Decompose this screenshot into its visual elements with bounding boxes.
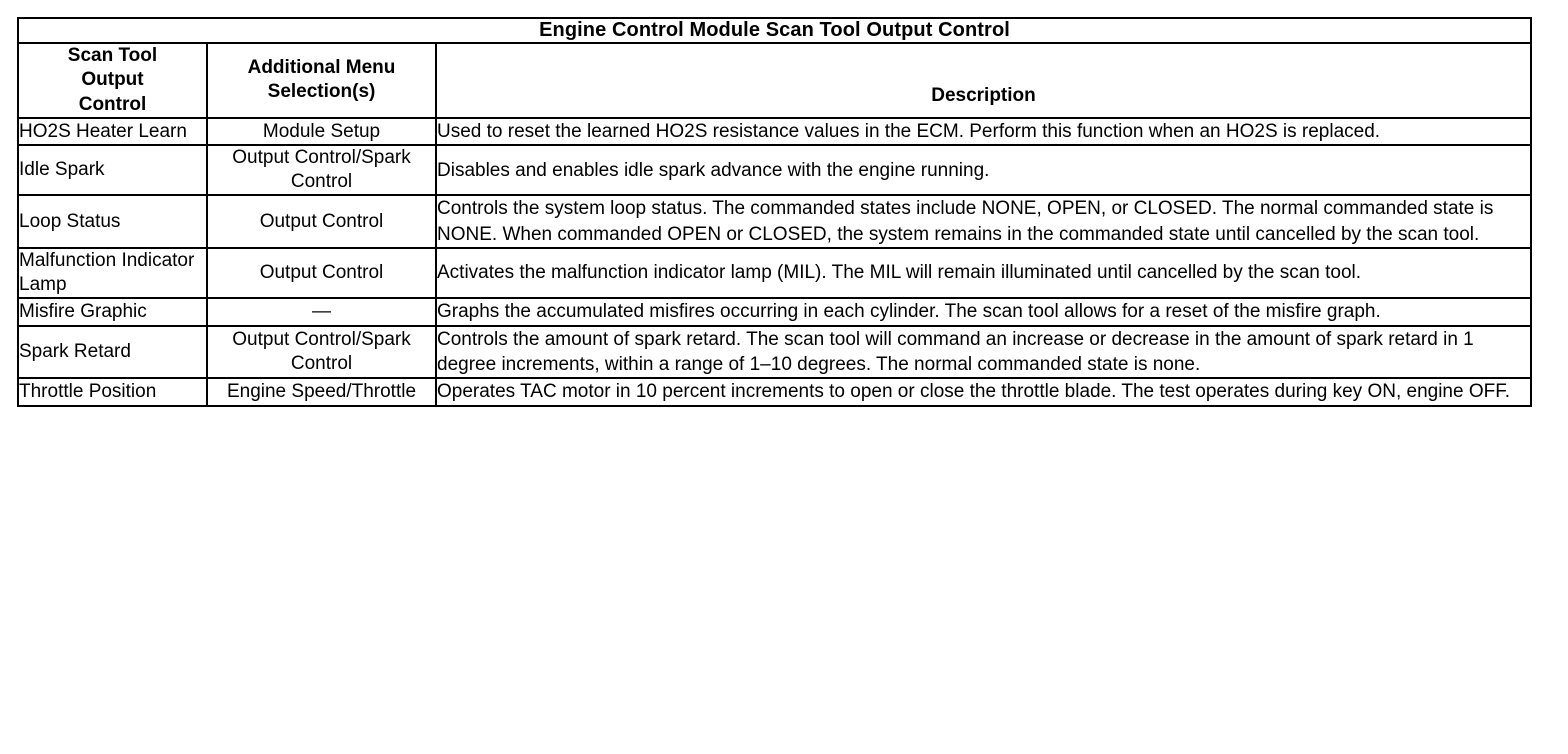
cell-menu-selection: — <box>206 297 437 327</box>
cell-description: Controls the system loop status. The com… <box>434 194 1533 250</box>
cell-description: Graphs the accumulated misfires occurrin… <box>434 297 1533 327</box>
cell-description: Activates the malfunction indicator lamp… <box>434 247 1533 300</box>
column-header-additional-menu-selections: Additional Menu Selection(s) <box>206 42 437 119</box>
table-header-row: Scan Tool Output Control Additional Menu… <box>17 42 1533 119</box>
cell-control-name: Malfunction Indicator Lamp <box>17 247 208 300</box>
cell-menu-selection: Output Control/Spark Control <box>206 324 437 380</box>
cell-description: Used to reset the learned HO2S resistanc… <box>434 116 1533 147</box>
column-header-description: Description <box>434 42 1533 119</box>
cell-description: Operates TAC motor in 10 percent increme… <box>434 377 1533 407</box>
cell-description: Controls the amount of spark retard. The… <box>434 324 1533 380</box>
table-row: Throttle Position Engine Speed/Throttle … <box>17 377 1533 407</box>
cell-menu-selection: Module Setup <box>206 116 437 147</box>
cell-control-name: Throttle Position <box>17 377 208 407</box>
table-row: Loop Status Output Control Controls the … <box>17 194 1533 250</box>
cell-menu-selection: Output Control/Spark Control <box>206 144 437 197</box>
spec-table-container: Engine Control Module Scan Tool Output C… <box>16 17 1533 407</box>
table-row: Idle Spark Output Control/Spark Control … <box>17 144 1533 197</box>
cell-control-name: Spark Retard <box>17 324 208 380</box>
cell-menu-selection: Engine Speed/Throttle <box>206 377 437 407</box>
cell-description: Disables and enables idle spark advance … <box>434 144 1533 197</box>
column-header-scan-tool-output-control: Scan Tool Output Control <box>17 42 208 119</box>
cell-control-name: Misfire Graphic <box>17 297 208 327</box>
table-row: Malfunction Indicator Lamp Output Contro… <box>17 247 1533 300</box>
table-row: Spark Retard Output Control/Spark Contro… <box>17 324 1533 380</box>
cell-control-name: Loop Status <box>17 194 208 250</box>
cell-menu-selection: Output Control <box>206 247 437 300</box>
table-row: HO2S Heater Learn Module Setup Used to r… <box>17 116 1533 147</box>
table-title: Engine Control Module Scan Tool Output C… <box>16 17 1533 44</box>
cell-menu-selection: Output Control <box>206 194 437 250</box>
table-title-row: Engine Control Module Scan Tool Output C… <box>16 17 1533 44</box>
scan-tool-output-control-table: Engine Control Module Scan Tool Output C… <box>16 17 1533 407</box>
table-row: Misfire Graphic — Graphs the accumulated… <box>17 297 1533 327</box>
cell-control-name: HO2S Heater Learn <box>17 116 208 147</box>
cell-control-name: Idle Spark <box>17 144 208 197</box>
